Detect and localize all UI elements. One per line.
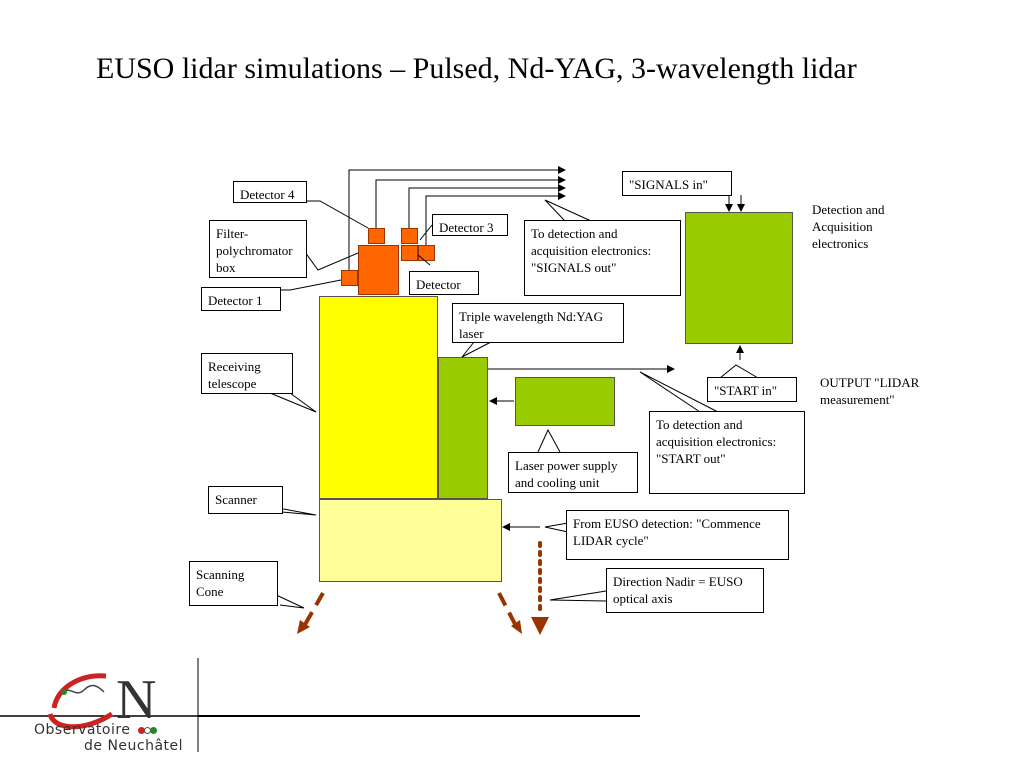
laser-block xyxy=(438,357,488,499)
observatoire-logo: N Observatoire de Neuchâtel xyxy=(20,656,196,756)
detection-acquisition-block xyxy=(685,212,793,344)
logo-dots-icon xyxy=(138,726,158,736)
logo-emblem-icon: N xyxy=(47,669,156,731)
filter-polychromator-block xyxy=(358,245,399,295)
detector-1-label: Detector 1 xyxy=(201,287,281,311)
detector-3-label: Detector 3 xyxy=(432,214,508,236)
filter-polychromator-label: Filter-polychromator box xyxy=(209,220,307,278)
detector-1-block xyxy=(341,270,358,286)
detector-label: Detector xyxy=(409,271,479,295)
commence-label: From EUSO detection: "Commence LIDAR cyc… xyxy=(566,510,789,560)
scanning-cone-label: Scanning Cone xyxy=(189,561,278,606)
slide-title: EUSO lidar simulations – Pulsed, Nd-YAG,… xyxy=(96,52,857,85)
detection-acquisition-label: Detection and Acquisition electronics xyxy=(812,202,885,251)
scanner-label: Scanner xyxy=(208,486,283,514)
laser-power-label: Laser power supply and cooling unit xyxy=(508,452,638,493)
triple-laser-label: Triple wavelength Nd:YAG laser xyxy=(452,303,624,343)
detector-4-label: Detector 4 xyxy=(233,181,307,203)
laser-power-block xyxy=(515,377,615,426)
signals-out-label: To detection and acquisition electronics… xyxy=(524,220,681,296)
logo-line2: de Neuchâtel xyxy=(84,738,184,754)
start-in-label: "START in" xyxy=(707,377,797,402)
logo-line1: Observatoire xyxy=(34,722,131,738)
detector-4-block xyxy=(368,228,385,244)
receiving-telescope-block xyxy=(319,296,438,499)
output-label: OUTPUT "LIDAR measurement" xyxy=(820,375,920,407)
detector-2-block xyxy=(401,245,418,261)
signals-in-label: "SIGNALS in" xyxy=(622,171,732,196)
svg-text:N: N xyxy=(116,669,156,731)
receiving-telescope-label: Receiving telescope xyxy=(201,353,293,394)
scanner-block xyxy=(319,499,502,582)
nadir-label: Direction Nadir = EUSO optical axis xyxy=(606,568,764,613)
detector-2b-block xyxy=(418,245,435,261)
detector-3-block xyxy=(401,228,418,244)
start-out-label: To detection and acquisition electronics… xyxy=(649,411,805,494)
